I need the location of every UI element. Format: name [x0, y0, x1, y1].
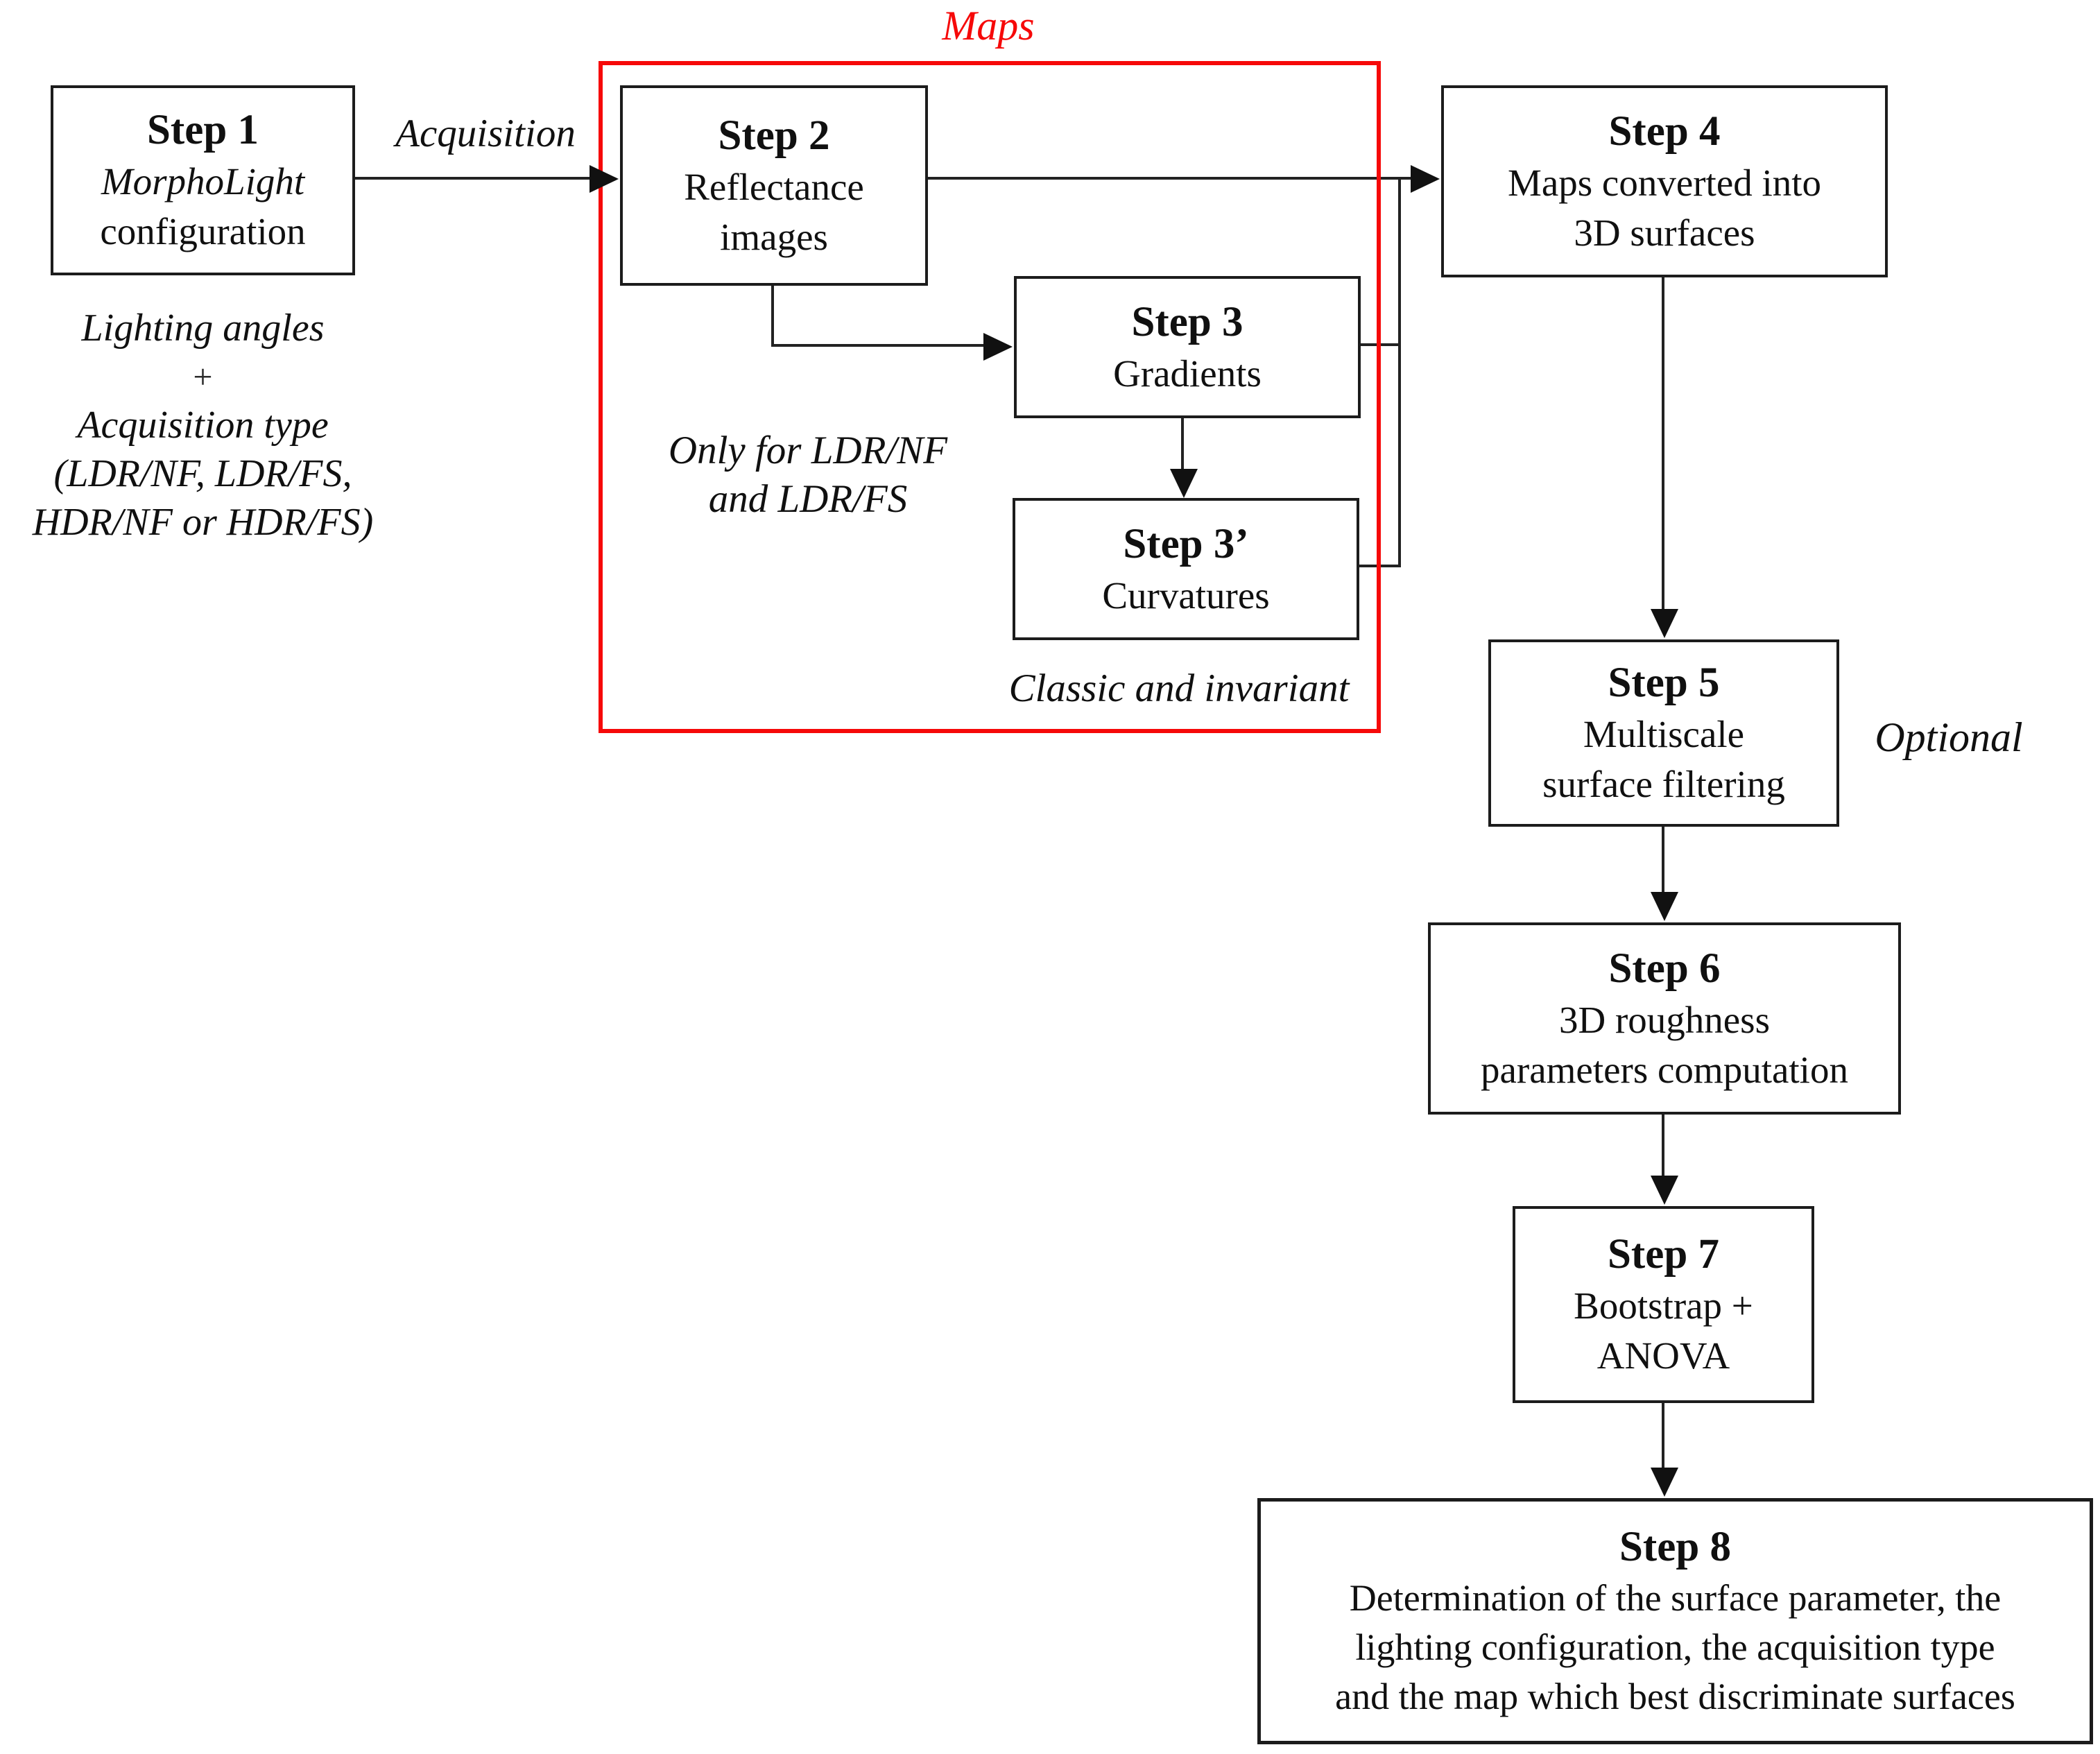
only-for-ldr-label: Only for LDR/NF and LDR/FS — [638, 427, 978, 524]
step1-caption-plus: + — [193, 357, 213, 396]
step8-box: Step 8 Determination of the surface para… — [1257, 1498, 2093, 1744]
step4-title: Step 4 — [1608, 108, 1721, 155]
step5-line: surface filtering — [1542, 763, 1785, 805]
step3prime-line: Curvatures — [1102, 574, 1270, 617]
step7-line: Bootstrap + — [1574, 1284, 1753, 1327]
step6-line: 3D roughness — [1558, 998, 1770, 1041]
step1-box: Step 1 MorphoLight configuration — [51, 85, 355, 275]
only-for-ldr-line1: Only for LDR/NF — [668, 429, 948, 472]
connector-step4-to-step5 — [1662, 276, 1664, 612]
step1-caption: Lighting angles + Acquisition type (LDR/… — [14, 304, 392, 547]
arrowhead-into-step5 — [1651, 609, 1678, 638]
connector-step3-to-step3prime — [1181, 417, 1184, 472]
step7-box: Step 7 Bootstrap + ANOVA — [1513, 1206, 1814, 1403]
step5-title: Step 5 — [1608, 660, 1720, 706]
connector-junction-vertical — [1398, 177, 1401, 567]
maps-group-frame — [599, 61, 1381, 733]
step2-title: Step 2 — [718, 112, 830, 159]
optional-label: Optional — [1875, 714, 2023, 760]
arrowhead-into-step3prime — [1170, 469, 1198, 498]
step5-box: Step 5 Multiscale surface filtering — [1488, 639, 1839, 827]
step7-title: Step 7 — [1608, 1231, 1719, 1278]
maps-group-label: Maps — [942, 3, 1035, 49]
connector-step5-to-step6 — [1662, 825, 1664, 895]
step6-line: parameters computation — [1481, 1048, 1848, 1091]
step2-line: Reflectance — [684, 165, 864, 208]
connector-step2-to-step3 — [771, 344, 985, 347]
step3prime-box: Step 3’ Curvatures — [1013, 498, 1359, 640]
step4-box: Step 4 Maps converted into 3D surfaces — [1441, 85, 1888, 277]
step3prime-title: Step 3’ — [1123, 520, 1249, 567]
step8-title: Step 8 — [1619, 1524, 1731, 1570]
connector-step7-to-step8 — [1662, 1402, 1664, 1470]
step1-title: Step 1 — [147, 107, 259, 153]
step3-line: Gradients — [1113, 352, 1262, 395]
step8-line: Determination of the surface parameter, … — [1349, 1577, 2002, 1619]
arrowhead-into-step7 — [1651, 1176, 1678, 1205]
arrowhead-into-step6 — [1651, 892, 1678, 921]
step6-title: Step 6 — [1608, 945, 1721, 992]
connector-step2-down — [771, 284, 774, 347]
arrowhead-into-step4 — [1411, 165, 1440, 193]
step1-caption-acquisition-type: Acquisition type — [77, 404, 329, 447]
arrowhead-into-step8 — [1651, 1468, 1678, 1497]
connector-step1-to-step2 — [355, 177, 591, 180]
step3-title: Step 3 — [1131, 298, 1243, 345]
step7-line: ANOVA — [1596, 1334, 1730, 1377]
step1-caption-hdr-types: HDR/NF or HDR/FS) — [32, 501, 374, 544]
only-for-ldr-line2: and LDR/FS — [708, 477, 908, 521]
step2-box: Step 2 Reflectance images — [620, 85, 928, 286]
step1-caption-lighting-angles: Lighting angles — [81, 307, 325, 350]
step8-line: lighting configuration, the acquisition … — [1355, 1626, 1995, 1668]
arrowhead-into-step2 — [589, 165, 619, 193]
step1-caption-ldr-types: (LDR/NF, LDR/FS, — [53, 452, 352, 495]
step4-line: Maps converted into — [1507, 161, 1822, 204]
arrowhead-into-step3 — [983, 333, 1013, 361]
step8-line: and the map which best discriminate surf… — [1335, 1676, 2015, 1717]
classic-invariant-label: Classic and invariant — [1008, 667, 1350, 710]
step3-box: Step 3 Gradients — [1014, 276, 1361, 418]
step4-line: 3D surfaces — [1574, 211, 1755, 254]
connector-step6-to-step7 — [1662, 1113, 1664, 1178]
acquisition-arrow-label: Acquisition — [395, 112, 576, 155]
step2-line: images — [720, 215, 828, 258]
step1-line-morpholight: MorphoLight — [101, 160, 305, 203]
step6-box: Step 6 3D roughness parameters computati… — [1428, 922, 1901, 1115]
connector-step2-to-step4 — [927, 177, 1412, 180]
step1-line-configuration: configuration — [100, 210, 306, 252]
step5-line: Multiscale — [1583, 713, 1745, 755]
